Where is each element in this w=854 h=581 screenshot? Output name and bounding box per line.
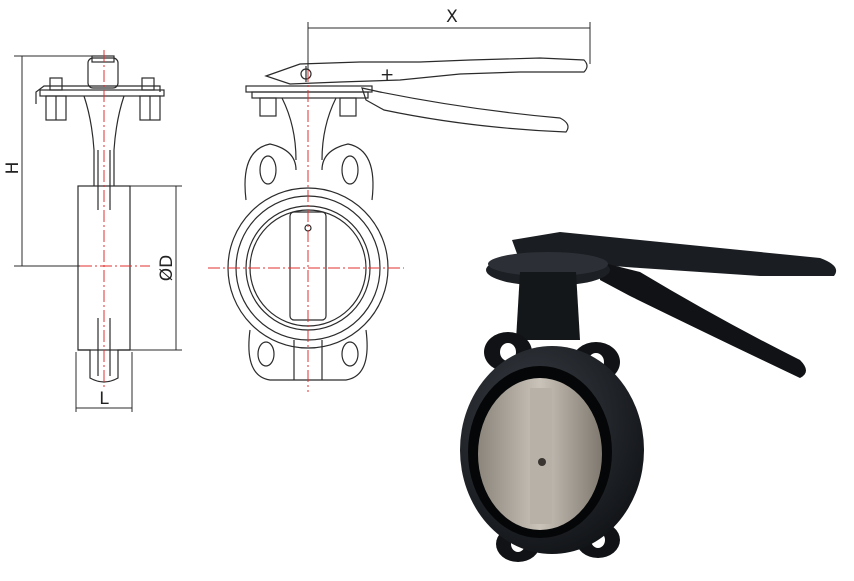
dimension-x [307,22,591,70]
dimension-d [130,185,182,351]
dimension-l-label: L [99,389,109,409]
dimension-x-label: X [446,7,458,27]
side-view-drawing [35,55,165,383]
front-view-centerlines [208,30,404,392]
dimension-h [14,55,92,267]
dimension-h-label: H [3,162,23,175]
svg-text:+: + [380,65,394,85]
dimension-d-label: ØD [157,255,177,281]
side-view-centerlines [60,50,150,390]
butterfly-valve-photo-icon [460,232,837,562]
dimension-l [75,352,133,412]
